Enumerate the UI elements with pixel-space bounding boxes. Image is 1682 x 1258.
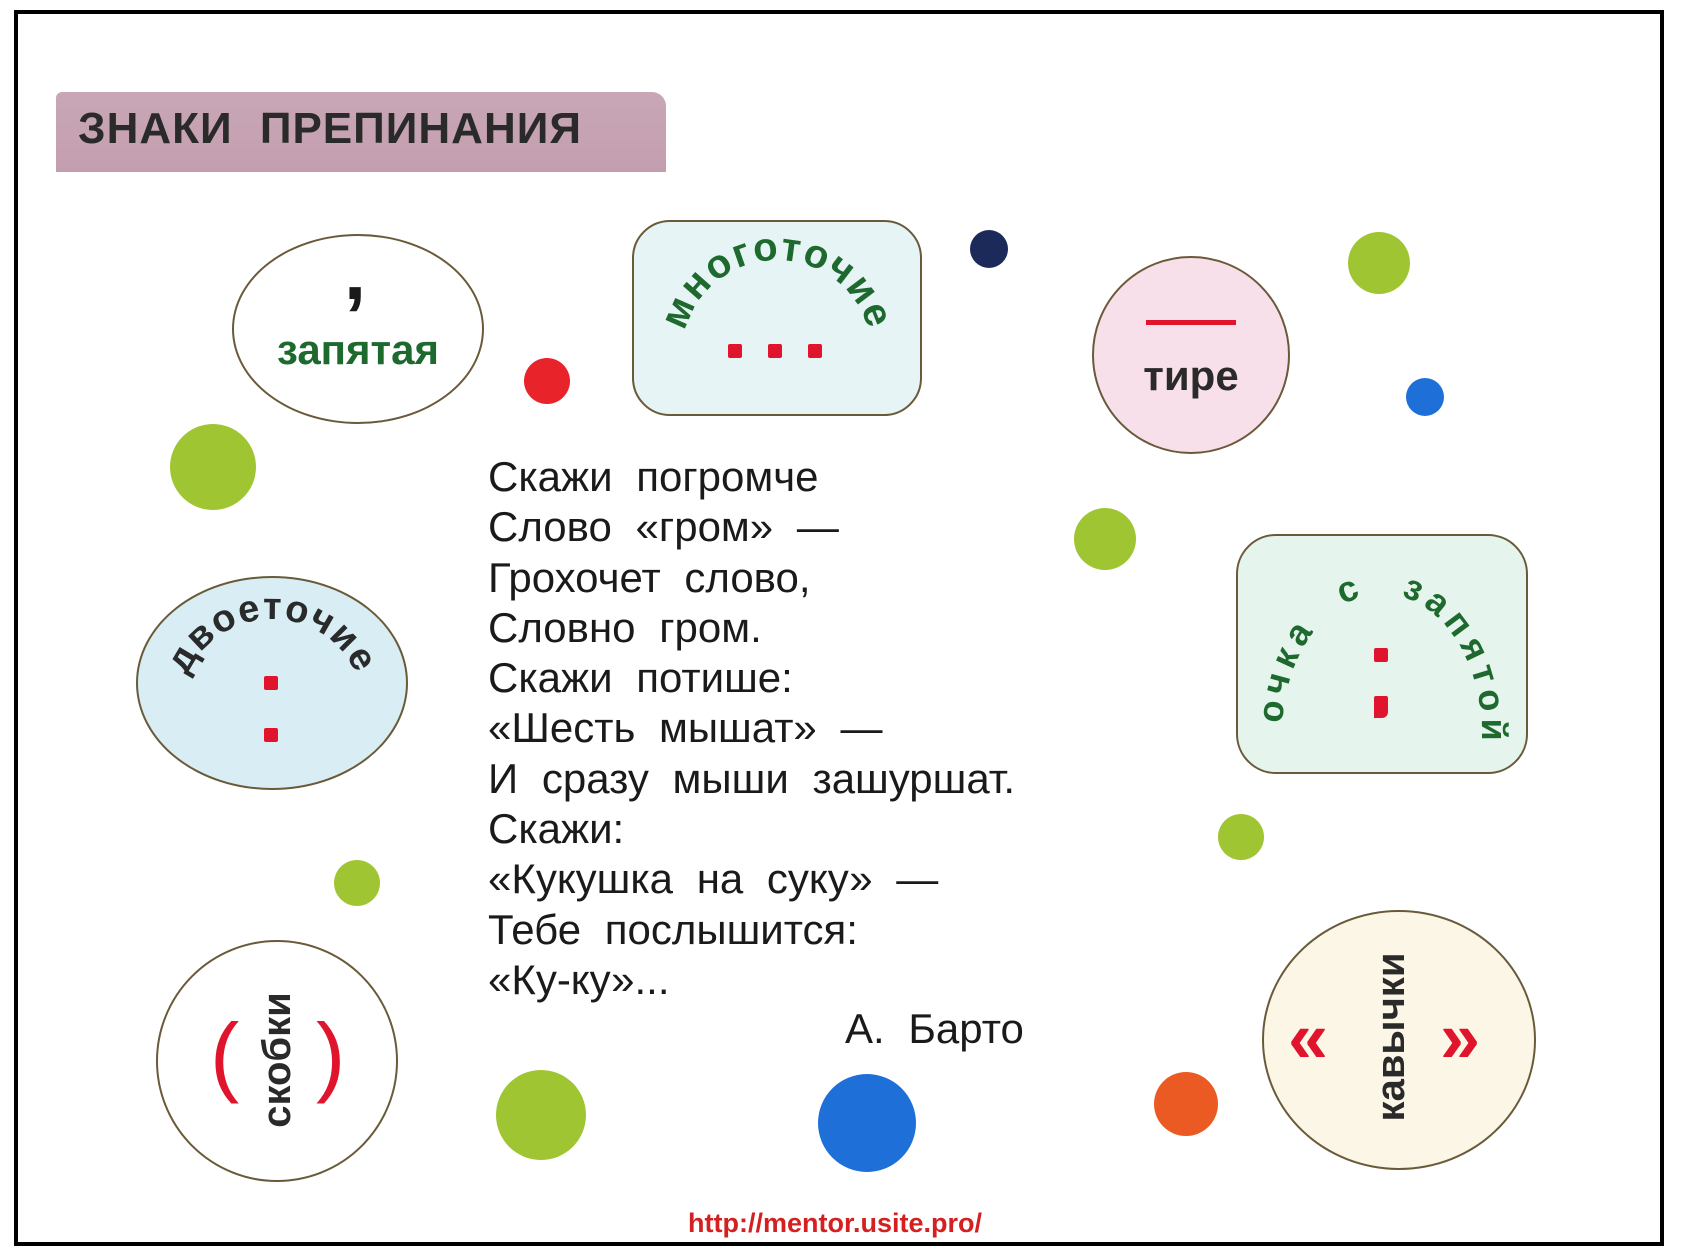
poem-line: Слово «гром» —: [488, 503, 839, 551]
decorative-dot: [1154, 1072, 1218, 1136]
poem-line: «Кукушка на суку» —: [488, 855, 939, 903]
poem: Скажи погромче Слово «гром» — Грохочет с…: [488, 452, 1015, 1005]
decorative-dot: [524, 358, 570, 404]
comma-badge: [232, 234, 484, 424]
ellipsis-dot: [808, 344, 822, 358]
semicolon-dot: [1374, 648, 1388, 662]
decorative-dot: [970, 230, 1008, 268]
quotes-label: кавычки: [1369, 952, 1413, 1122]
dash-badge: [1092, 256, 1290, 454]
ellipsis-dots: [728, 340, 828, 360]
poem-line: Грохочет слово,: [488, 553, 811, 601]
semicolon-symbol: [1374, 640, 1394, 730]
poem-line: Скажи потише:: [488, 654, 793, 702]
decorative-dot: [818, 1074, 916, 1172]
decorative-dot: [170, 424, 256, 510]
dash-label: тире: [1143, 352, 1239, 399]
poem-line: Словно гром.: [488, 603, 762, 651]
quotes-badge: [1262, 910, 1536, 1170]
page-title: ЗНАКИ ПРЕПИНАНИЯ: [78, 104, 582, 153]
title-banner: [56, 92, 666, 172]
ellipsis-dot: [728, 344, 742, 358]
poem-line: И сразу мыши зашуршат.: [488, 754, 1016, 802]
comma-symbol: ,: [343, 227, 367, 316]
colon-dot: [264, 728, 278, 742]
poem-line: «Шесть мышат» —: [488, 704, 883, 752]
ellipsis-badge: [632, 220, 922, 416]
decorative-dot: [334, 860, 380, 906]
dash-symbol: [1146, 320, 1236, 325]
brackets-label: скобки: [255, 992, 299, 1128]
decorative-dot: [1406, 378, 1444, 416]
poem-line: Скажи:: [488, 805, 625, 853]
semicolon-arc-label: точка с запятой: [1236, 534, 1509, 747]
ellipsis-dot: [768, 344, 782, 358]
decorative-dot: [1074, 508, 1136, 570]
bracket-open-symbol: (: [210, 1005, 240, 1104]
decorative-dot: [496, 1070, 586, 1160]
source-link[interactable]: http://mentor.usite.pro/: [688, 1208, 982, 1238]
bracket-close-symbol: ): [316, 1005, 346, 1104]
poem-line: Скажи погромче: [488, 453, 819, 500]
colon-symbol: [264, 676, 280, 746]
quote-open-symbol: «: [1288, 998, 1329, 1078]
poem-line: «Ку-ку»...: [488, 955, 670, 1003]
colon-label: двоеточие: [158, 586, 386, 680]
quote-close-symbol: »: [1440, 998, 1481, 1078]
semicolon-comma: [1374, 696, 1388, 718]
decorative-dot: [1348, 232, 1410, 294]
brackets-badge: [156, 940, 398, 1182]
decorative-dot: [1218, 814, 1264, 860]
colon-arc-label: двоеточие: [158, 586, 386, 680]
ellipsis-arc-label: многоточие: [652, 224, 903, 334]
comma-label: запятая: [277, 326, 439, 373]
poem-author: А. Барто: [845, 1005, 1024, 1052]
ellipsis-label: многоточие: [652, 224, 903, 334]
poem-line: Тебе послышится:: [488, 905, 858, 953]
colon-dot: [264, 676, 278, 690]
